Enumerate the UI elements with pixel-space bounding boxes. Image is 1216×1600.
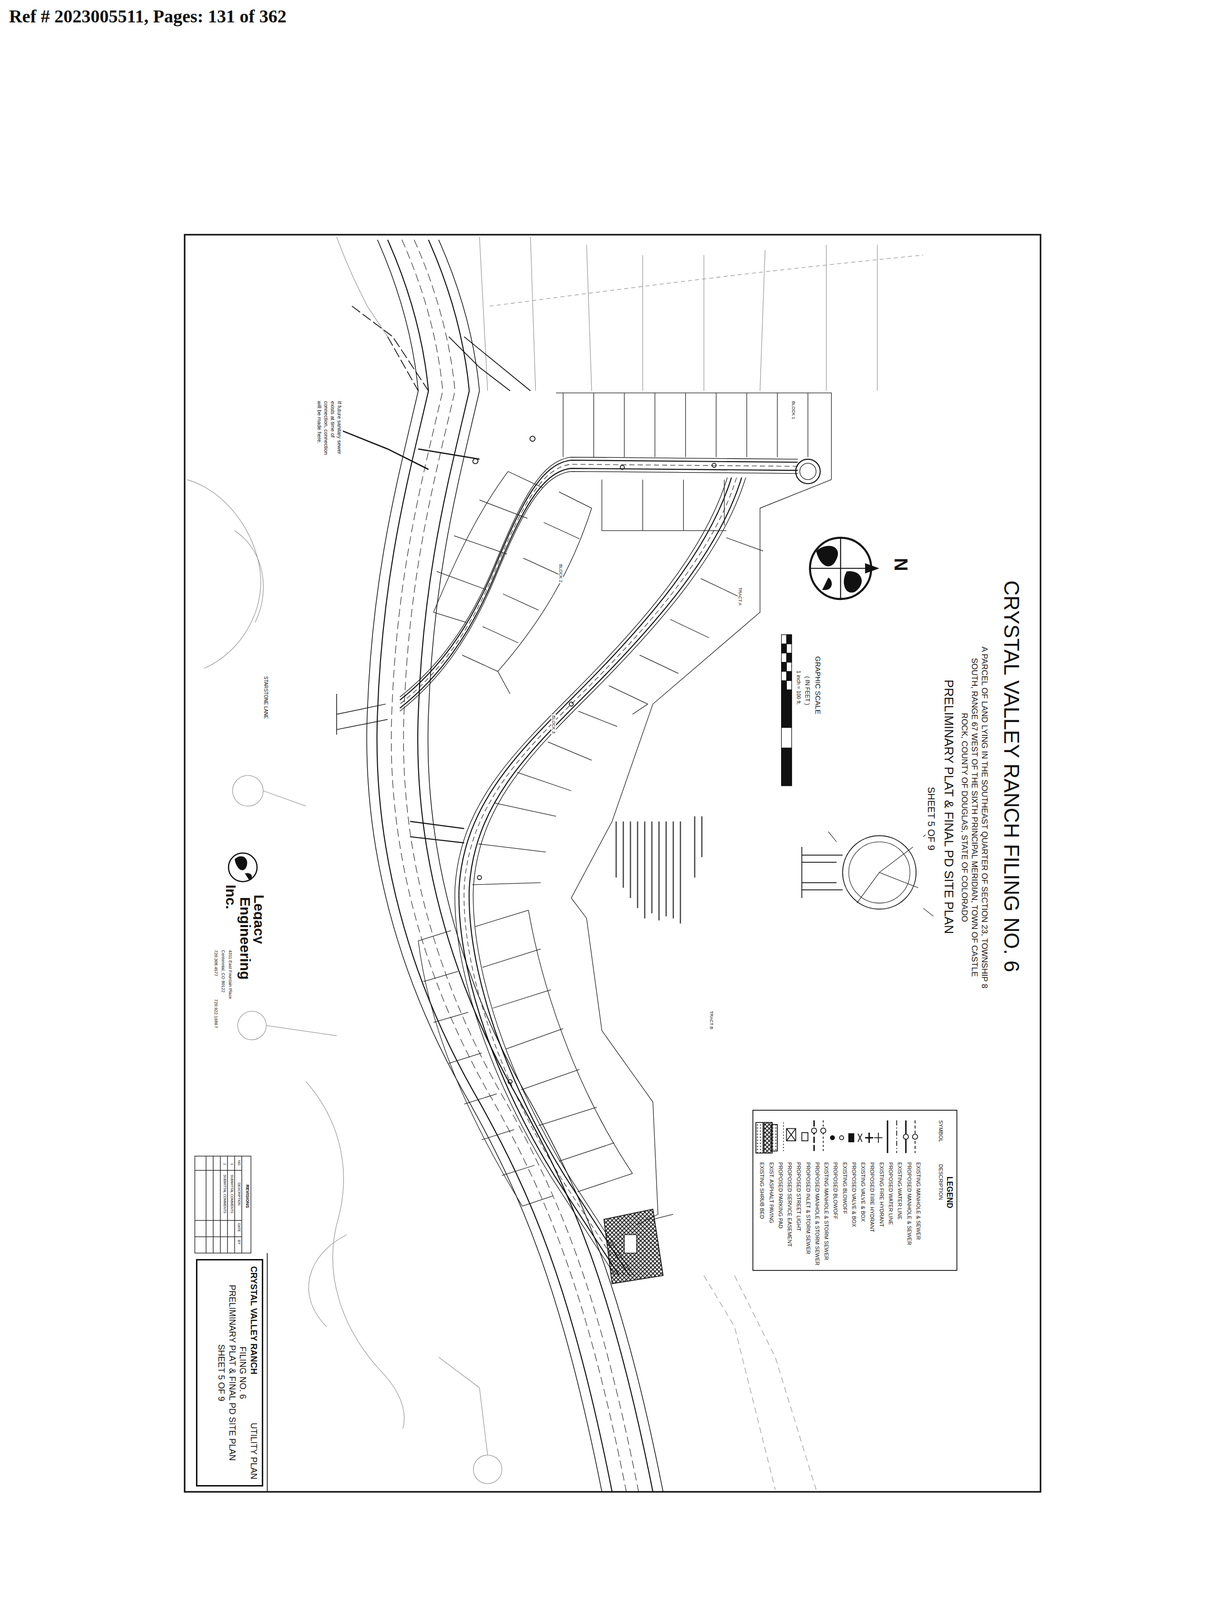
table-cell: 1 xyxy=(229,1162,234,1166)
table-heading: BY xyxy=(237,1238,241,1246)
legend-text: EXISTING VALVE & BOX xyxy=(860,1161,867,1223)
tract-label: TRACT A xyxy=(737,586,743,607)
scale-unit: ( IN FEET ) xyxy=(803,675,811,706)
subdivision-streets xyxy=(400,457,821,1276)
legend-text: EXISTING BLOWOFF xyxy=(841,1161,848,1216)
table-cell: SUBMITTAL COMMENTS xyxy=(229,1173,234,1215)
sewer-note: If future sanitary sewer exists at time … xyxy=(316,400,343,460)
scale-ratio: 1 inch = 100 ft. xyxy=(795,669,803,706)
legend-text: EXISTING MANHOLE & SEWER xyxy=(915,1161,922,1241)
legend-text: PROPOSED MANHOLE & SEWER xyxy=(906,1161,913,1247)
section-notes xyxy=(616,816,702,924)
title-block-text: UTILITY PLAN xyxy=(247,1422,259,1480)
legend-text: EXIST. ASPHALT PAVING xyxy=(768,1161,775,1225)
company-address: Centennial, CO 80122 xyxy=(220,948,226,994)
tract-label: TRACT B xyxy=(709,1009,714,1031)
table-cell: SUBMITTAL COMMENTS xyxy=(222,1173,227,1215)
legend-text: EXISTING SHRUB BED xyxy=(759,1161,766,1220)
sheet-subtitle: PRELIMINARY PLAT & FINAL PD SITE PLAN xyxy=(941,678,957,935)
legend-text: PROPOSED FIRE HYDRANT xyxy=(869,1161,876,1234)
block-label: BLOCK 1 xyxy=(790,400,796,421)
table-heading: NO. xyxy=(237,1159,241,1167)
street-name: STARSTONE LANE xyxy=(262,675,269,720)
company-fax: 720.922.1686 f xyxy=(213,998,218,1029)
arterial-road xyxy=(366,239,663,1492)
utility-lines xyxy=(336,306,717,1084)
legend-text: PROPOSED MANHOLE & STORM SEWER xyxy=(814,1161,821,1267)
legal-description: A PARCEL OF LAND LYING IN THE SOUTHEAST … xyxy=(959,644,990,990)
block-label: BLOCK 3 xyxy=(551,714,557,735)
legend-text: PROPOSED SERVICE EASEMENT xyxy=(786,1161,794,1248)
north-label: N xyxy=(890,556,912,572)
legend-text: PROPOSED PARKING PAD xyxy=(777,1161,784,1230)
table-heading: DATE xyxy=(237,1222,241,1233)
cul-de-sac-detail xyxy=(801,828,934,917)
company-phone: 720.308.4577 xyxy=(213,948,218,978)
lot-lines xyxy=(418,392,832,1225)
table-title: REVISIONS xyxy=(245,1183,250,1209)
legend-text: EXISTING MANHOLE & STORM SEWER xyxy=(823,1161,830,1261)
company-name: Legacy xyxy=(250,893,268,945)
table-heading: DESCRIPTION xyxy=(237,1181,241,1207)
company-address: 4311 East Fountain Place xyxy=(227,948,233,1000)
legend-text: PROPOSED VALVE & BOX xyxy=(850,1161,857,1228)
table-cell: 2 xyxy=(222,1162,227,1166)
north-arrow xyxy=(810,537,880,599)
legend-text: PROPOSED WATER LINE xyxy=(887,1161,894,1226)
legend-column-heading: SYMBOL xyxy=(937,1119,944,1144)
legend-text: PROPOSED STREET LIGHT xyxy=(795,1161,803,1232)
legend-box xyxy=(752,1110,958,1271)
title-block: CRYSTAL VALLEY RANCH UTILITY PLANFILING N… xyxy=(195,1258,264,1487)
scale-title: GRAPHIC SCALE xyxy=(814,655,823,716)
block-label: BLOCK 2 xyxy=(558,563,564,584)
legend-text: EXISTING WATER LINE xyxy=(896,1161,904,1221)
title-block-text: FILING NO. 6 xyxy=(237,1266,249,1480)
sheet-number: SHEET 5 OF 9 xyxy=(925,785,937,852)
legend-text: EXISTING FIRE HYDRANT xyxy=(878,1161,885,1228)
graphic-scale xyxy=(781,634,792,786)
sheet-title: CRYSTAL VALLEY RANCH FILING NO. 6 xyxy=(999,579,1024,974)
title-block-text: PRELIMINARY PLAT & FINAL PD SITE PLAN xyxy=(226,1266,238,1480)
company-name: Inc. xyxy=(222,883,239,911)
legend-column-heading: DESCRIPTION xyxy=(937,1163,944,1201)
title-block-divider xyxy=(267,1253,268,1493)
revisions-table xyxy=(195,1155,252,1253)
legend-text: PROPOSED INLET & STORM SEWER xyxy=(804,1161,812,1256)
title-block-row: CRYSTAL VALLEY RANCH UTILITY PLAN xyxy=(247,1266,259,1480)
sheet-frame xyxy=(184,234,1041,1492)
company-name: Engineering xyxy=(236,896,254,981)
legend-text: PROPOSED BLOWOFF xyxy=(832,1161,839,1221)
company-logo xyxy=(228,853,258,882)
title-block-text: SHEET 5 OF 9 xyxy=(216,1266,227,1480)
entrance-paving xyxy=(603,1209,663,1284)
title-block-text: CRYSTAL VALLEY RANCH xyxy=(247,1266,259,1375)
legend-title: LEGEND xyxy=(945,1175,954,1210)
record-header: Ref # 2023005511, Pages: 131 of 362 xyxy=(8,6,288,28)
